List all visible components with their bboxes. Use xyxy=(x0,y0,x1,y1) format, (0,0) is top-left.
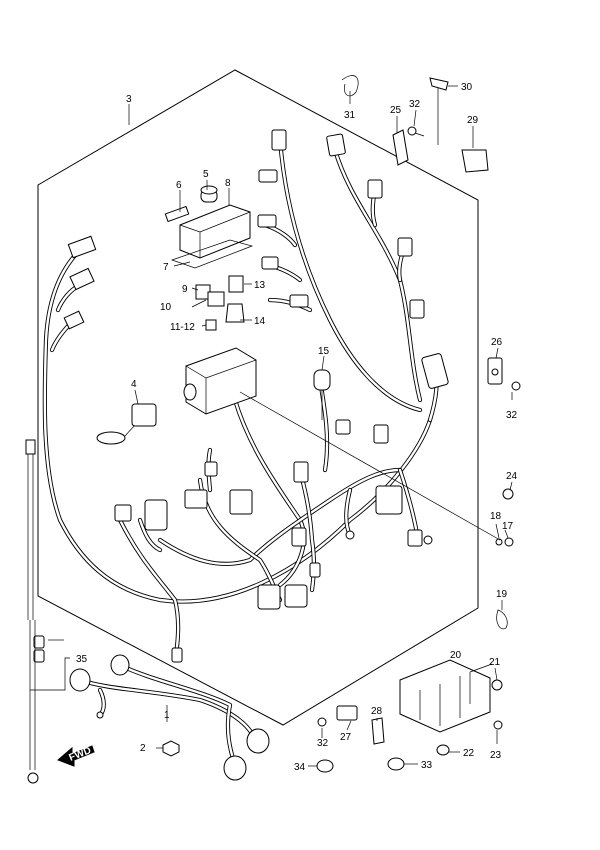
callout-4: 4 xyxy=(131,379,137,390)
callout-24: 25 xyxy=(390,105,402,116)
harness-connectors xyxy=(63,129,449,663)
fwd-arrow: FWD xyxy=(57,745,95,767)
junction-box xyxy=(183,347,257,415)
callout-16: 17 xyxy=(502,521,514,532)
battery-cable xyxy=(27,445,34,620)
callout-13: 13 xyxy=(254,280,266,291)
hardware-parts xyxy=(162,75,521,773)
fwd-label: FWD xyxy=(68,745,93,764)
callout-22: 23 xyxy=(490,750,502,761)
callout-34: 35 xyxy=(76,654,88,665)
callout-3: 3 xyxy=(126,94,132,105)
callout-29: 30 xyxy=(461,82,473,93)
callout-11-12: 11-12 xyxy=(170,322,195,333)
assembly-outline xyxy=(37,69,479,726)
callout-19: 20 xyxy=(450,650,462,661)
leader-lines xyxy=(30,85,513,767)
callout-31-right: 32 xyxy=(506,410,518,421)
callout-20: 21 xyxy=(489,657,501,668)
callout-6: 6 xyxy=(176,180,182,191)
callout-27: 28 xyxy=(371,706,383,717)
callout-21: 22 xyxy=(463,748,475,759)
callout-17: 18 xyxy=(490,511,502,522)
callout-8: 8 xyxy=(225,178,231,189)
callout-1: 1 xyxy=(164,710,170,721)
callout-28: 29 xyxy=(467,115,479,126)
callout-30: 31 xyxy=(344,110,356,121)
callout-31-bottom: 32 xyxy=(317,738,329,749)
callout-33: 34 xyxy=(294,762,306,773)
part-4-cap xyxy=(96,403,157,445)
callout-10: 10 xyxy=(160,302,172,313)
callout-23: 24 xyxy=(506,471,518,482)
part-34-35 xyxy=(27,620,45,784)
callout-7: 7 xyxy=(163,262,169,273)
callout-9: 9 xyxy=(182,284,188,295)
callout-25: 26 xyxy=(491,337,503,348)
callout-labels: 3 6 5 8 7 9 10 11-12 13 14 4 15 31 30 25… xyxy=(76,82,518,773)
lower-harness xyxy=(69,654,270,781)
callout-14: 14 xyxy=(254,316,266,327)
callout-5: 5 xyxy=(203,169,209,180)
part-15-sensor xyxy=(313,369,331,420)
relays xyxy=(195,275,245,331)
callout-15: 15 xyxy=(318,346,330,357)
callout-2: 2 xyxy=(140,743,146,754)
callout-18: 19 xyxy=(496,589,508,600)
callout-31-top: 32 xyxy=(409,99,421,110)
callout-26: 27 xyxy=(340,732,352,743)
relay-box-assembly xyxy=(164,185,254,269)
callout-32: 33 xyxy=(421,760,433,771)
